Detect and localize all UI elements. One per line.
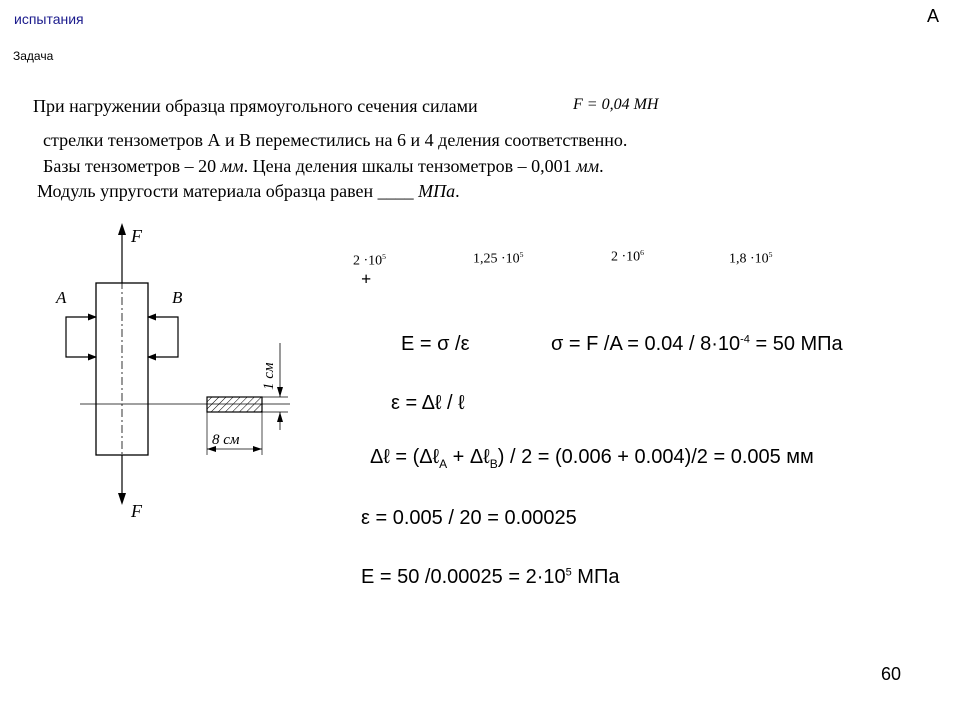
cross-section — [206, 396, 263, 413]
answer-option-2[interactable]: 1,25 ·105 — [473, 250, 524, 267]
gauge-a-label: A — [55, 288, 67, 307]
top-force-arrowhead — [118, 223, 126, 235]
force-label-top: F — [130, 226, 143, 246]
answer-option-3[interactable]: 2 ·106 — [611, 248, 645, 265]
task-line-4: Модуль упругости материала образца равен… — [37, 181, 460, 201]
section-title: испытания — [14, 11, 84, 27]
answer-option-4[interactable]: 1,8 ·105 — [729, 250, 773, 267]
page-number: 60 — [881, 664, 902, 684]
force-label-bottom: F — [130, 501, 143, 521]
task-line-2: стрелки тензометров А и В переместились … — [43, 130, 628, 150]
gauge-b-bracket — [148, 316, 179, 358]
equation-strain-value: ε = 0.005 / 20 = 0.00025 — [361, 507, 577, 529]
equation-modulus: E = σ /ε — [401, 333, 470, 355]
bottom-force-arrowhead — [118, 493, 126, 505]
force-value: F = 0,04 МН — [573, 96, 659, 113]
equation-strain: ε = Δℓ / ℓ — [391, 392, 465, 414]
gauge-a-bracket — [65, 316, 96, 358]
width-dimension-label: 8 см — [212, 432, 240, 448]
gauge-b-label: B — [172, 288, 183, 307]
answer-option-1[interactable]: 2 ·105 — [353, 252, 387, 269]
selected-answer-mark: + — [361, 269, 372, 289]
task-line-1: При нагружении образца прямоугольного се… — [33, 96, 478, 116]
equation-stress: σ = F /A = 0.04 / 8·10-4 = 50 МПа — [551, 333, 843, 355]
task-line-3: Базы тензометров – 20 мм. Цена деления ш… — [43, 156, 604, 176]
specimen-diagram: F F A B 1 см 8 см — [55, 223, 290, 521]
subsection-title: Задача — [13, 49, 54, 63]
height-dimension-label: 1 см — [261, 362, 277, 390]
equation-elongation: Δℓ = (ΔℓA + ΔℓB) / 2 = (0.006 + 0.004)/2… — [370, 446, 814, 471]
variant-letter: А — [927, 6, 940, 26]
equation-modulus-value: E = 50 /0.00025 = 2·105 МПа — [361, 566, 620, 588]
